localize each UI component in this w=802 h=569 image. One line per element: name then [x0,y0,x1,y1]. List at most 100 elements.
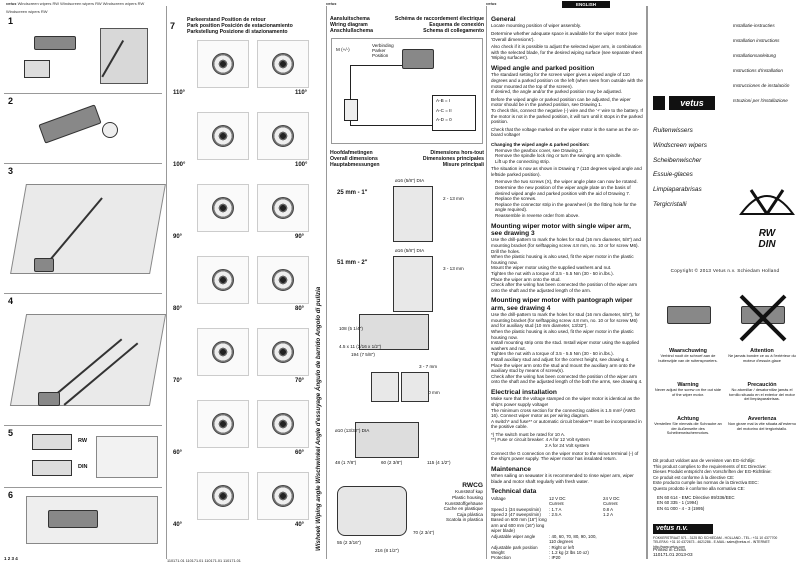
column-drawings: 1 2 3 4 5 RW DIN 6 1 2 3 4 [4,6,167,561]
windscreen-wiper-icon [739,189,795,215]
gearbox-cover [102,122,118,138]
dim-o: 216 (8 1/2") [375,548,399,553]
product-name: Tergicristalli [653,200,687,208]
paragraph: Use the drill-pattern to mark the holes … [491,237,641,249]
table-cell: 12 V DC [549,495,566,501]
dim-i: 48 (1 7/8") [335,460,357,465]
list-item: Replace the screws. [495,196,537,202]
paragraph: Check that the voltage marked on the wip… [491,126,640,138]
table-cell [603,555,643,560]
table-row: Adjustable park position: Right or left [491,545,643,550]
table-cell [603,534,643,545]
rwcg-line: Scatola in plastica [445,517,483,523]
paragraph: The standard setting for the screen wipe… [491,72,643,89]
footnote: *) The switch must be rated for 10 A. [491,431,566,437]
table-cell: Weight [491,549,505,555]
gearwheel-icon [272,341,294,363]
header-right: vetus [486,0,526,8]
gearwheel-icon [212,269,234,291]
dim-b: 3 - 13 mm [443,266,464,271]
section-title: Wiped angle and parked position [491,64,595,72]
title-en: Wiring diagram [330,22,368,28]
ec-line: Dieses Produkt entspricht den Vorschrift… [653,469,772,475]
warning-text: No atornillar / desatornillar jamás el t… [729,387,795,402]
motor-side-view [393,186,433,242]
paragraph: The situation is now as shown in Drawing… [491,166,642,177]
section-title: Maintenance [491,465,531,473]
table-cell: : IP20 [549,555,561,561]
warning-title: Warning [677,382,699,388]
title-de: Hauptabmessungen [330,162,380,168]
drawing-3: 3 [4,166,166,294]
list-item: Determine the new position of the wiper … [495,185,631,196]
park-title-line: Parkeerstand Position de retour [187,17,266,23]
paragraph: Locate mounting position of wiper assemb… [491,23,582,29]
table-cell: : 2.5 A [549,512,562,518]
header-left: vetus Windscreen wipers RW Windscreen wi… [6,0,166,14]
angle-label: 110° [173,90,186,96]
paragraph: Install mounting strip onto the stud. In… [491,340,640,351]
switch-position: A-B = I [436,98,451,103]
title-en: Overall dimensions [330,156,378,162]
motor-top-view [359,314,429,350]
aux-stud-view [371,372,399,402]
product-name: Essuie-glaces [653,171,693,179]
brand-logo: vetus [669,96,715,110]
ec-line: Este producto cumple las normas de la Di… [653,480,759,486]
section-title: Mounting wiper motor with pantograph wip… [491,297,633,312]
model-din: DIN [758,239,776,250]
rwcg-section: 55 (2 3/16") 216 (8 1/2") 70 (2 3/4") RW… [331,480,483,556]
warning-text: Ne jamais bondre ce ou à l'extérieur du … [728,353,796,363]
angle-label: 70° [295,378,305,384]
ec-declaration: Dit product voldoet aan de vereisten van… [653,458,797,511]
standard: EN 61 000 - 4 - 3 (1995) [657,505,705,511]
table-cell: : Right or left [549,544,574,550]
paragraph: The minimum cross section for the connec… [491,407,636,419]
text-flow: General Locate mounting position of wipe… [491,16,643,561]
table-cell: Based on 600 mm (16") long arm and 600 m… [491,517,547,534]
table-row: Speed 2 (47 sweeps/min) : 2.5 A 1.2 A [491,512,643,517]
connector-din [32,460,72,476]
windscreen-illustration [9,314,167,406]
dim-l: 115 (4 1/2") [427,460,451,465]
gearwheel-icon [272,485,294,507]
paragraph-block: Make sure that the voltage stamped on th… [491,396,643,462]
angle-label: 40° [295,522,305,528]
table-row: Based on 600 mm (16") long arm and 600 m… [491,517,643,533]
angle-cell [197,112,249,160]
warning-title: Precaución [747,382,777,388]
gearwheel-icon [272,269,294,291]
step-number: 7 [170,21,176,31]
table-cell: 1.2 A [603,512,614,518]
instructions-list: Installatie-instructies Installation ins… [733,18,799,108]
table-row: Adjustable wiper angle: 40, 60, 70, 80, … [491,534,643,545]
document-code: 110171.01 2013-03 [653,552,693,558]
paragraph: Connect the G connection on the wiper mo… [491,450,639,462]
ec-line: This product complies to the requirement… [653,463,767,469]
rwcg-line: Caja plástica [456,511,483,517]
dim-f: 4.5 x 11 (3/16 x 1/2") [339,344,382,349]
list-item: Remove the two screws (X), the wiper ang… [495,179,638,185]
angle-label: 60° [173,450,183,456]
paragraph: Install auxiliary stud and adjust for th… [491,356,630,362]
warning-title: Achtung [677,416,699,422]
table-cell: Speed 2 (47 sweeps/min) [491,512,541,518]
rwcg-line: Cache en plastique [443,506,483,512]
list-item: Lift up the connecting strip. [495,158,550,164]
footnote: **) Fuse or circuit breaker: 4 A for 12 … [491,437,590,443]
paragraph: Mount the wiper motor using the supplied… [491,265,612,271]
gearwheel-icon [212,125,234,147]
angle-label: 60° [295,450,305,456]
connector-label-rw: RW [78,438,88,444]
paragraph: When sailing on seawater it is recommend… [491,473,634,484]
column-cover: Installatie-instructies Installation ins… [646,6,800,559]
column-wiring-dimensions: Aansluitschema Schéma de raccordement él… [167,6,486,563]
title-fr: Schéma de raccordement électrique [394,16,484,22]
table-cell: Current [603,501,618,507]
drawing-6: 6 [4,490,162,552]
